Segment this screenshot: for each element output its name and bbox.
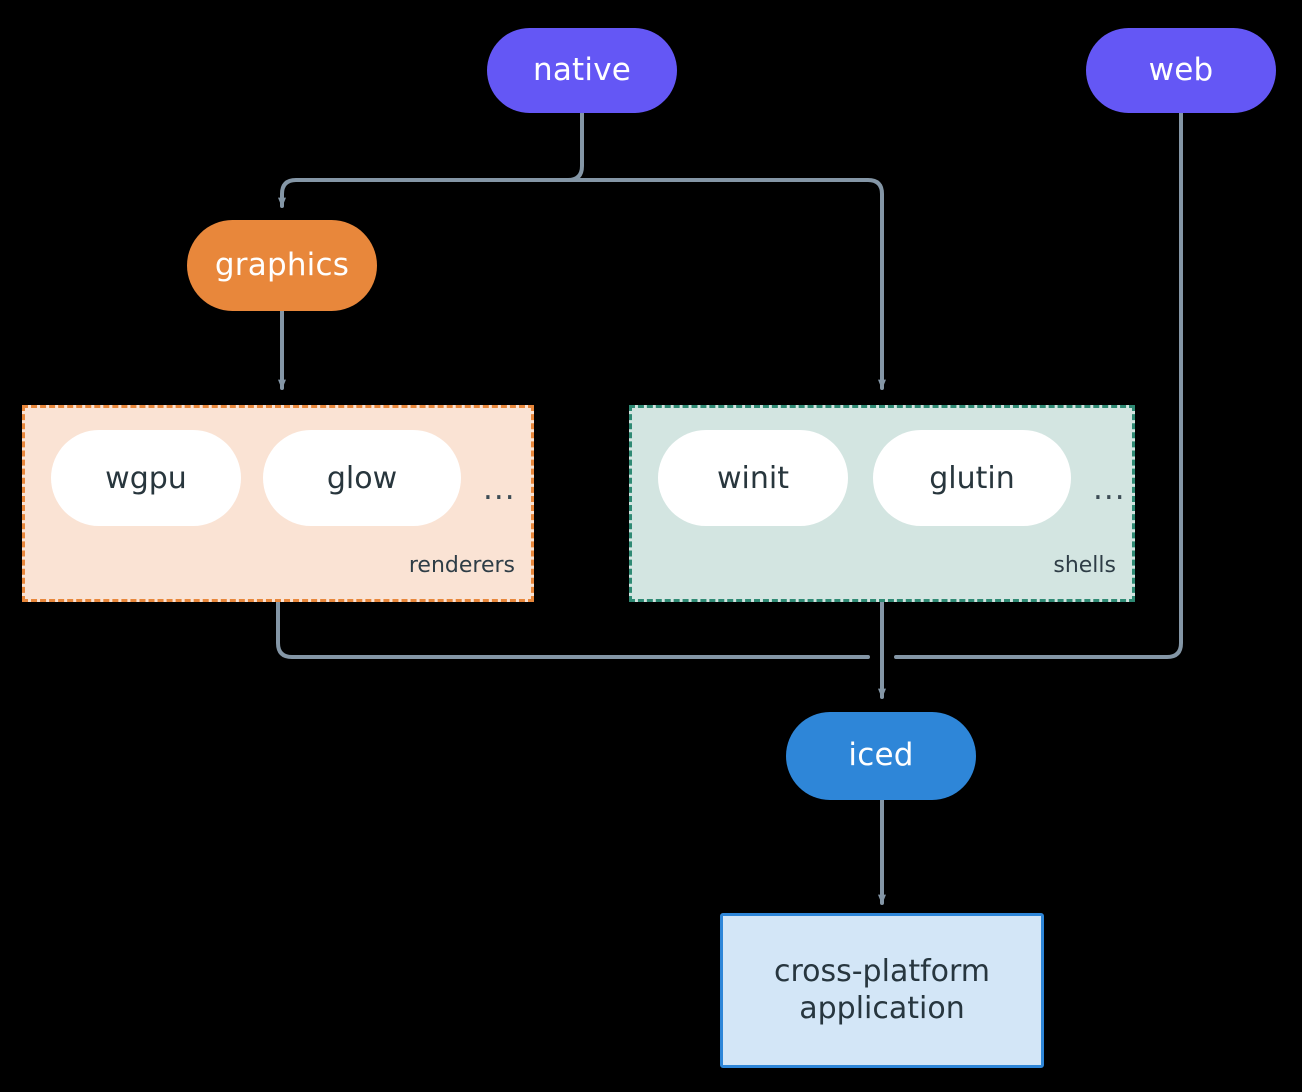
node-graphics[interactable]: graphics xyxy=(187,220,377,311)
group-shells-item-winit[interactable]: winit xyxy=(658,430,848,526)
group-shells-label: shells xyxy=(1053,553,1116,578)
edge-native-shells xyxy=(580,178,886,390)
node-graphics-label: graphics xyxy=(214,246,350,283)
node-application-line2: application xyxy=(799,990,965,1026)
node-web[interactable]: web xyxy=(1086,28,1276,113)
group-renderers-ellipsis: ... xyxy=(483,471,516,507)
node-application[interactable]: cross-platform application xyxy=(720,913,1044,1068)
edge-web-iced xyxy=(894,111,1183,659)
group-renderers: wgpu glow ... renderers xyxy=(22,405,534,602)
group-renderers-label: renderers xyxy=(408,553,515,578)
node-iced-label: iced xyxy=(848,737,914,774)
node-iced[interactable]: iced xyxy=(786,712,976,800)
node-native-label: native xyxy=(532,51,632,88)
edge-renderers-iced xyxy=(276,600,870,659)
group-renderers-item-glow-label: glow xyxy=(326,460,398,496)
group-shells-item-winit-label: winit xyxy=(717,460,789,496)
group-shells-ellipsis: ... xyxy=(1093,471,1126,507)
group-shells-item-glutin[interactable]: glutin xyxy=(873,430,1071,526)
group-renderers-item-wgpu-label: wgpu xyxy=(105,460,187,496)
group-shells: winit glutin ... shells xyxy=(629,405,1135,602)
group-renderers-item-wgpu[interactable]: wgpu xyxy=(51,430,241,526)
edge-native-bus xyxy=(566,111,584,182)
node-application-line1: cross-platform xyxy=(773,953,991,989)
node-web-label: web xyxy=(1148,51,1214,88)
group-renderers-item-glow[interactable]: glow xyxy=(263,430,461,526)
group-shells-item-glutin-label: glutin xyxy=(929,460,1015,496)
edge-native-graphics xyxy=(278,178,584,208)
node-native[interactable]: native xyxy=(487,28,677,113)
